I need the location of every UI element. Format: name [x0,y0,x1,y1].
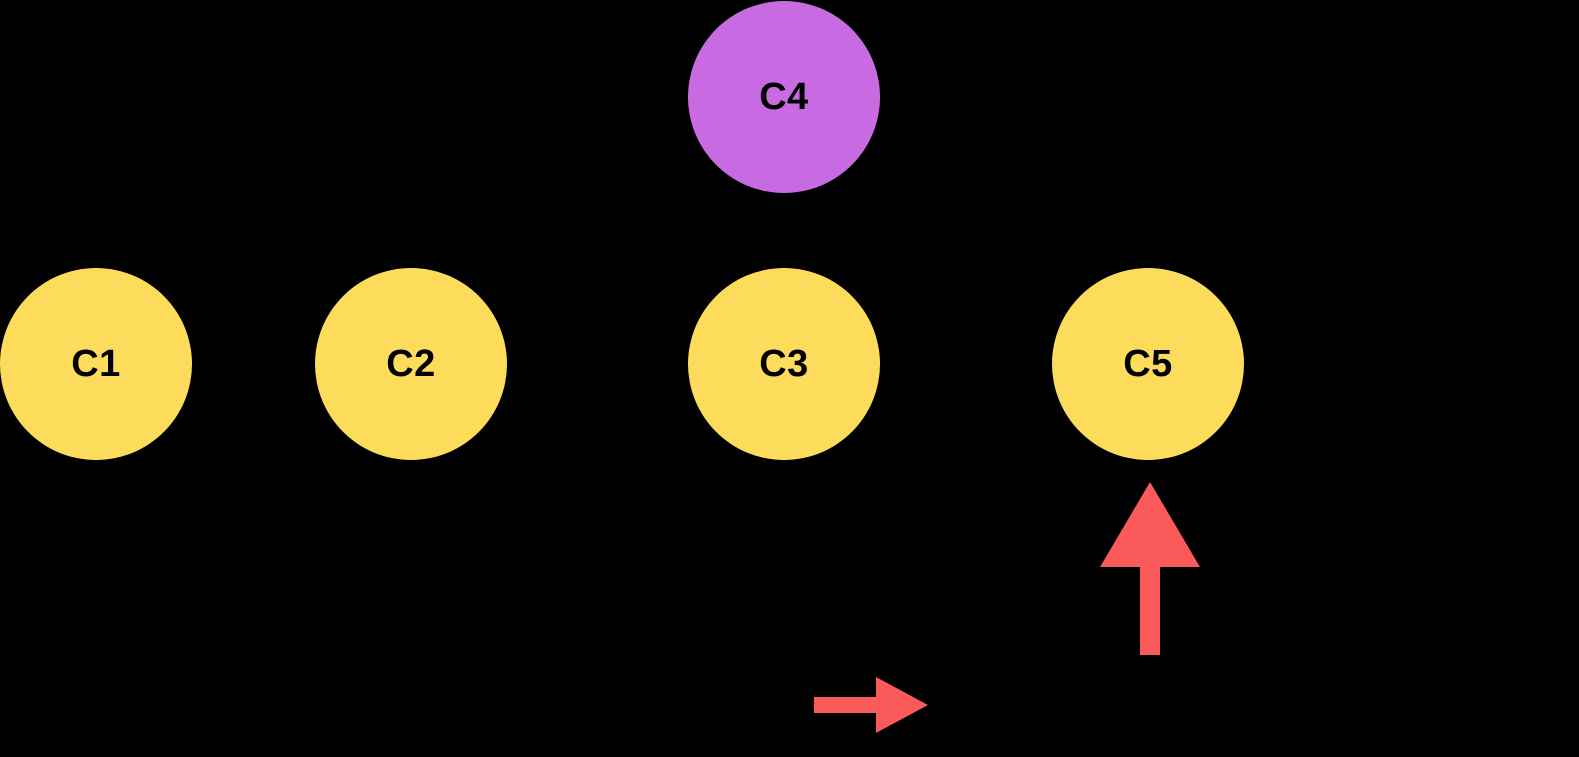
right-arrow-icon[interactable] [814,677,928,733]
up-arrow-icon[interactable] [1100,482,1200,655]
up-arrow-shaft [1140,567,1160,655]
up-arrow-head [1100,482,1200,567]
graph-node-c4[interactable]: C4 [688,1,880,193]
graph-node-c2[interactable]: C2 [315,268,507,460]
right-arrow-shaft [814,697,876,713]
node-label-c1: C1 [71,343,121,385]
graph-node-c1[interactable]: C1 [0,268,192,460]
node-label-c4: C4 [759,76,809,118]
node-label-c2: C2 [386,343,436,385]
right-arrow-head [876,677,928,733]
node-label-c5: C5 [1123,343,1173,385]
graph-node-c5[interactable]: C5 [1052,268,1244,460]
graph-node-c3[interactable]: C3 [688,268,880,460]
node-label-c3: C3 [759,343,809,385]
